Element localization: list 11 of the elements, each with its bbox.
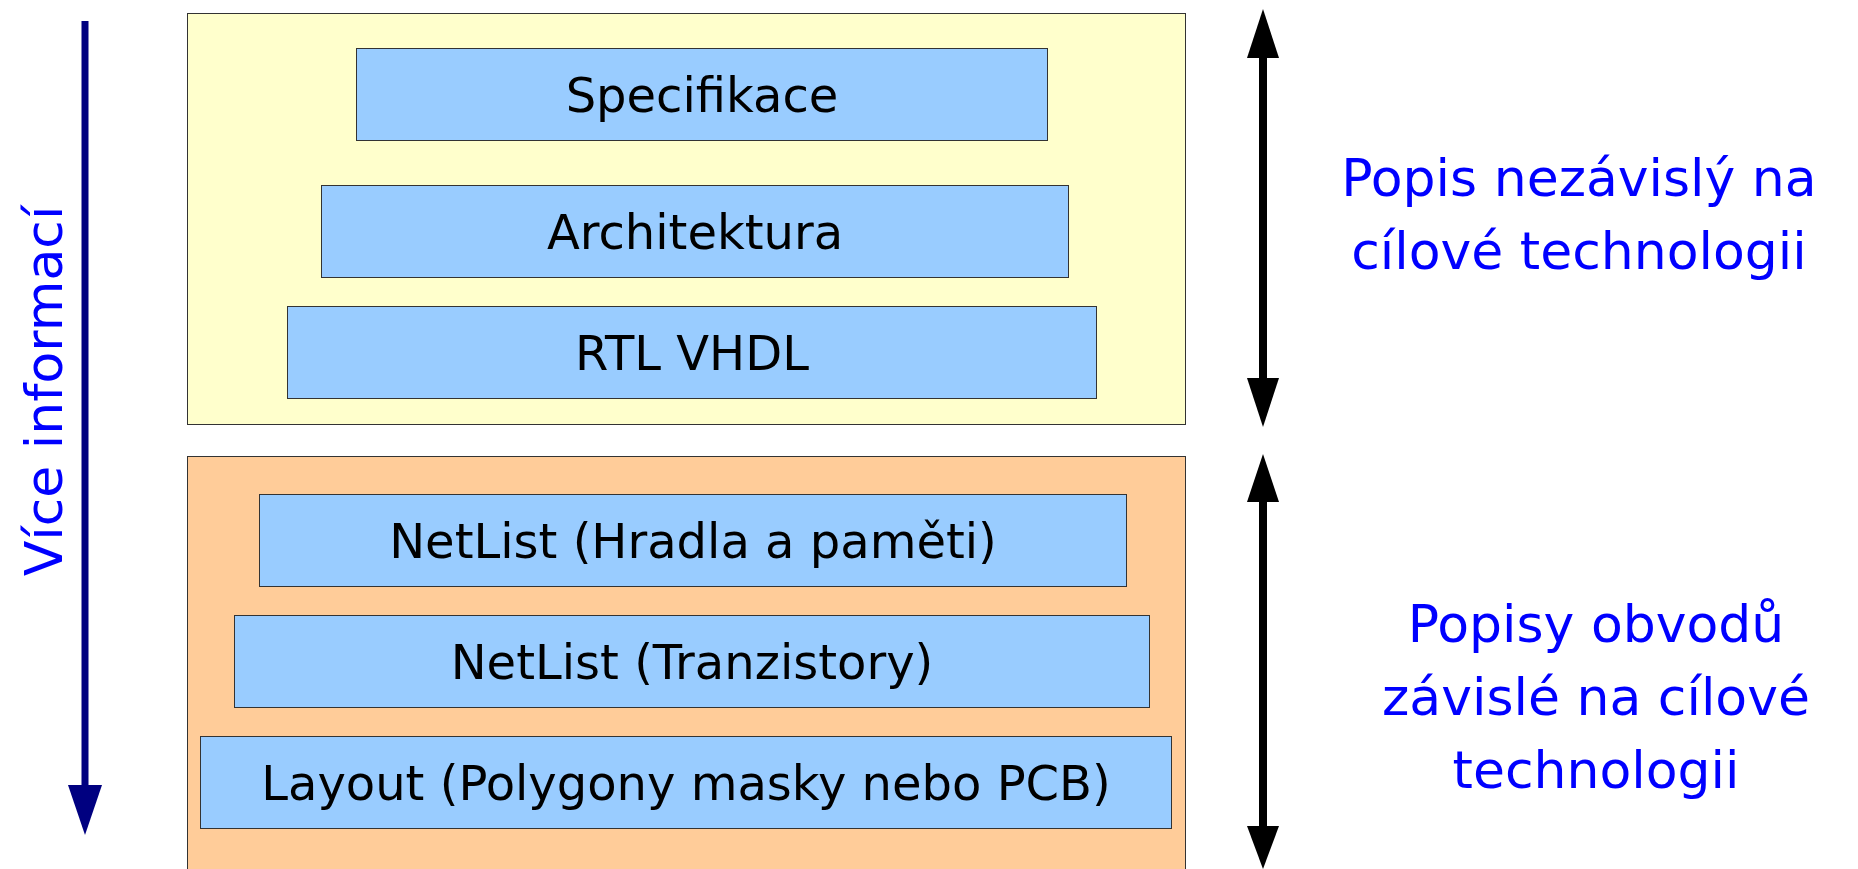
layer-panel — [187, 456, 1186, 869]
level-box: Architektura — [321, 185, 1069, 278]
range-label: Popis nezávislý na cílové technologii — [1340, 147, 1818, 283]
level-box: NetList (Hradla a paměti) — [259, 494, 1127, 587]
level-box: Specifikace — [356, 48, 1048, 141]
level-box: RTL VHDL — [287, 306, 1097, 399]
layer-panel — [187, 13, 1186, 425]
level-box: Layout (Polygony masky nebo PCB) — [200, 736, 1172, 829]
level-box: NetList (Tranzistory) — [234, 615, 1150, 708]
range-label: Popisy obvodů závislé na cílové technologii — [1381, 593, 1811, 802]
axis-label: Více informací — [16, 205, 74, 577]
